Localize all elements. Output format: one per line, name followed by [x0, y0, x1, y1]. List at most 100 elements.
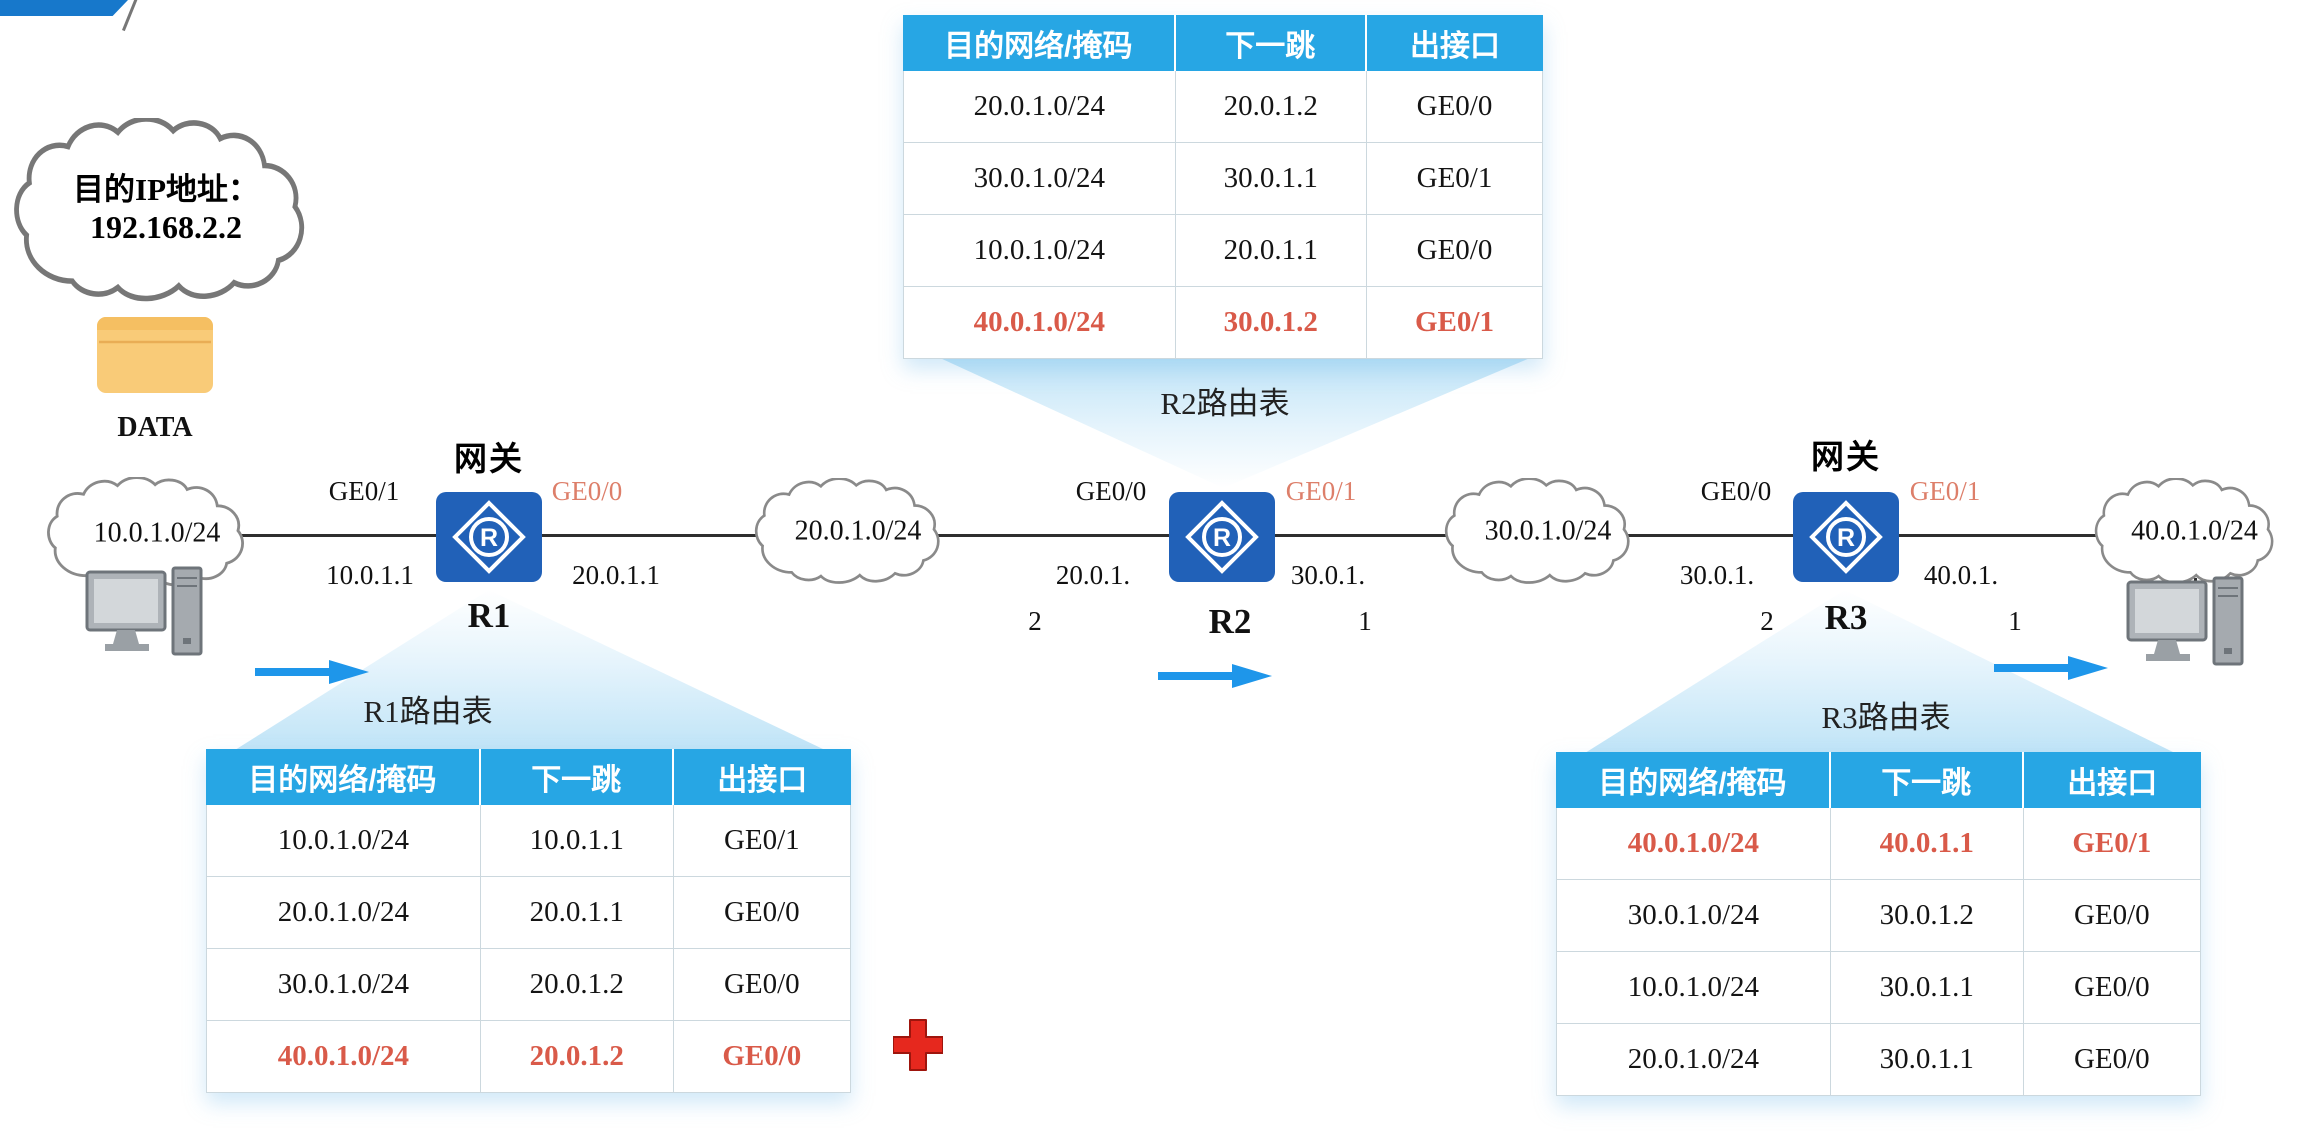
cell-out-if: GE0/1: [1366, 143, 1543, 215]
dest-ip-title: 目的IP地址：: [73, 171, 260, 207]
data-envelope-icon: [96, 316, 214, 394]
flow-arrow-3: [1994, 654, 2109, 682]
banner-fragment: [0, 0, 128, 16]
cell-next-hop: 20.0.1.2: [480, 949, 674, 1021]
router-icon: R: [436, 492, 542, 582]
dest-ip-cloud: 目的IP地址： 192.168.2.2: [10, 118, 342, 308]
network-label: 30.0.1.0/24: [1484, 515, 1612, 547]
table-title-r1: R1路由表: [363, 694, 493, 729]
ip-r1-left: 10.0.1.1: [326, 560, 414, 590]
pc-icon-left: [85, 566, 205, 676]
router-name-r1: R1: [467, 596, 511, 635]
column-header: 出接口: [673, 749, 851, 805]
svg-text:R: R: [1837, 524, 1855, 552]
cell-out-if: GE0/1: [673, 805, 851, 877]
cell-next-hop: 40.0.1.1: [1830, 808, 2024, 880]
routing-table-r1: 目的网络/掩码 下一跳 出接口 10.0.1.0/24 10.0.1.1 GE0…: [206, 749, 851, 1093]
ip-r3-right: 40.0.1.: [1923, 560, 1999, 590]
ip-r3-left: 30.0.1.: [1679, 560, 1755, 590]
cell-out-if: GE0/1: [1366, 287, 1543, 359]
cell-dest: 30.0.1.0/24: [903, 143, 1176, 215]
cell-out-if: GE0/0: [1366, 71, 1543, 143]
column-header: 下一跳: [480, 749, 674, 805]
cell-next-hop: 30.0.1.1: [1830, 1024, 2024, 1096]
cell-out-if: GE0/0: [673, 949, 851, 1021]
cell-next-hop: 20.0.1.2: [1175, 71, 1367, 143]
iface-r3-left: GE0/0: [1700, 476, 1772, 506]
router-r2: R: [1167, 490, 1277, 584]
router-name-r3: R3: [1824, 598, 1868, 637]
table-title-r3: R3路由表: [1821, 700, 1951, 735]
table-row: 20.0.1.0/24 20.0.1.1 GE0/0: [206, 877, 851, 949]
ip-r2-left-wrap: 2: [1028, 606, 1042, 636]
network-cloud-40: 40.0.1.0/24: [2092, 478, 2297, 588]
cell-dest: 40.0.1.0/24: [903, 287, 1176, 359]
cell-out-if: GE0/0: [2023, 1024, 2201, 1096]
table-row: 20.0.1.0/24 30.0.1.1 GE0/0: [1556, 1024, 2201, 1096]
table-title-r2: R2路由表: [1160, 386, 1290, 421]
flow-arrow-1: [255, 658, 370, 686]
network-cloud-30: 30.0.1.0/24: [1442, 478, 1654, 588]
table-row-highlight: 40.0.1.0/24 20.0.1.2 GE0/0: [206, 1021, 851, 1093]
router-name-r2: R2: [1208, 602, 1252, 641]
table-row: 20.0.1.0/24 20.0.1.2 GE0/0: [903, 71, 1543, 143]
routing-table-r3: 目的网络/掩码 下一跳 出接口 40.0.1.0/24 40.0.1.1 GE0…: [1556, 752, 2201, 1096]
table-row: 10.0.1.0/24 30.0.1.1 GE0/0: [1556, 952, 2201, 1024]
router-icon: R: [1793, 492, 1899, 582]
network-label: 40.0.1.0/24: [2131, 515, 2258, 547]
cell-dest: 30.0.1.0/24: [1556, 880, 1831, 952]
column-header: 目的网络/掩码: [206, 749, 481, 805]
dest-ip-value: 192.168.2.2: [90, 209, 243, 246]
gateway-label-r3: 网关: [1811, 438, 1881, 475]
cell-next-hop: 30.0.1.1: [1175, 143, 1367, 215]
ip-r2-left: 20.0.1.: [1055, 560, 1131, 590]
ip-r1-right: 20.0.1.1: [572, 560, 660, 590]
cell-next-hop: 30.0.1.1: [1830, 952, 2024, 1024]
table-header: 目的网络/掩码 下一跳 出接口: [206, 749, 851, 805]
column-header: 下一跳: [1175, 15, 1367, 71]
table-row-highlight: 40.0.1.0/24 30.0.1.2 GE0/1: [903, 287, 1543, 359]
cell-out-if: GE0/0: [1366, 215, 1543, 287]
network-label: 10.0.1.0/24: [93, 517, 221, 549]
column-header: 下一跳: [1830, 752, 2024, 808]
column-header: 目的网络/掩码: [903, 15, 1176, 71]
cell-dest: 20.0.1.0/24: [206, 877, 481, 949]
cell-dest: 10.0.1.0/24: [206, 805, 481, 877]
cell-next-hop: 30.0.1.2: [1830, 880, 2024, 952]
cell-dest: 30.0.1.0/24: [206, 949, 481, 1021]
cell-dest: 20.0.1.0/24: [903, 71, 1176, 143]
cell-dest: 10.0.1.0/24: [1556, 952, 1831, 1024]
cell-dest: 40.0.1.0/24: [206, 1021, 481, 1093]
cell-out-if: GE0/1: [2023, 808, 2201, 880]
cell-next-hop: 10.0.1.1: [480, 805, 674, 877]
column-header: 出接口: [1366, 15, 1543, 71]
table-header: 目的网络/掩码 下一跳 出接口: [903, 15, 1543, 71]
column-header: 出接口: [2023, 752, 2201, 808]
table-row-highlight: 40.0.1.0/24 40.0.1.1 GE0/1: [1556, 808, 2201, 880]
cell-next-hop: 30.0.1.2: [1175, 287, 1367, 359]
table-row: 30.0.1.0/24 30.0.1.1 GE0/1: [903, 143, 1543, 215]
svg-text:R: R: [480, 524, 498, 552]
svg-text:R: R: [1213, 524, 1231, 552]
flow-arrow-2: [1158, 662, 1273, 690]
ip-r2-right: 30.0.1.: [1290, 560, 1366, 590]
iface-r1-left: GE0/1: [328, 476, 400, 506]
table-row: 10.0.1.0/24 20.0.1.1 GE0/0: [903, 215, 1543, 287]
router-r1: R: [434, 490, 544, 584]
cell-next-hop: 20.0.1.1: [480, 877, 674, 949]
pen-mark: [121, 0, 140, 32]
pc-icon-right: [2126, 576, 2246, 686]
cell-out-if: GE0/0: [2023, 952, 2201, 1024]
table-row: 30.0.1.0/24 20.0.1.2 GE0/0: [206, 949, 851, 1021]
network-cloud-10: 10.0.1.0/24: [44, 477, 270, 592]
table-header: 目的网络/掩码 下一跳 出接口: [1556, 752, 2201, 808]
cell-next-hop: 20.0.1.2: [480, 1021, 674, 1093]
cell-next-hop: 20.0.1.1: [1175, 215, 1367, 287]
cell-out-if: GE0/0: [673, 877, 851, 949]
iface-r2-right: GE0/1: [1285, 476, 1357, 506]
table-row: 30.0.1.0/24 30.0.1.2 GE0/0: [1556, 880, 2201, 952]
iface-r2-left: GE0/0: [1075, 476, 1147, 506]
column-header: 目的网络/掩码: [1556, 752, 1831, 808]
gateway-label-r1: 网关: [454, 440, 524, 477]
router-icon: R: [1169, 492, 1275, 582]
